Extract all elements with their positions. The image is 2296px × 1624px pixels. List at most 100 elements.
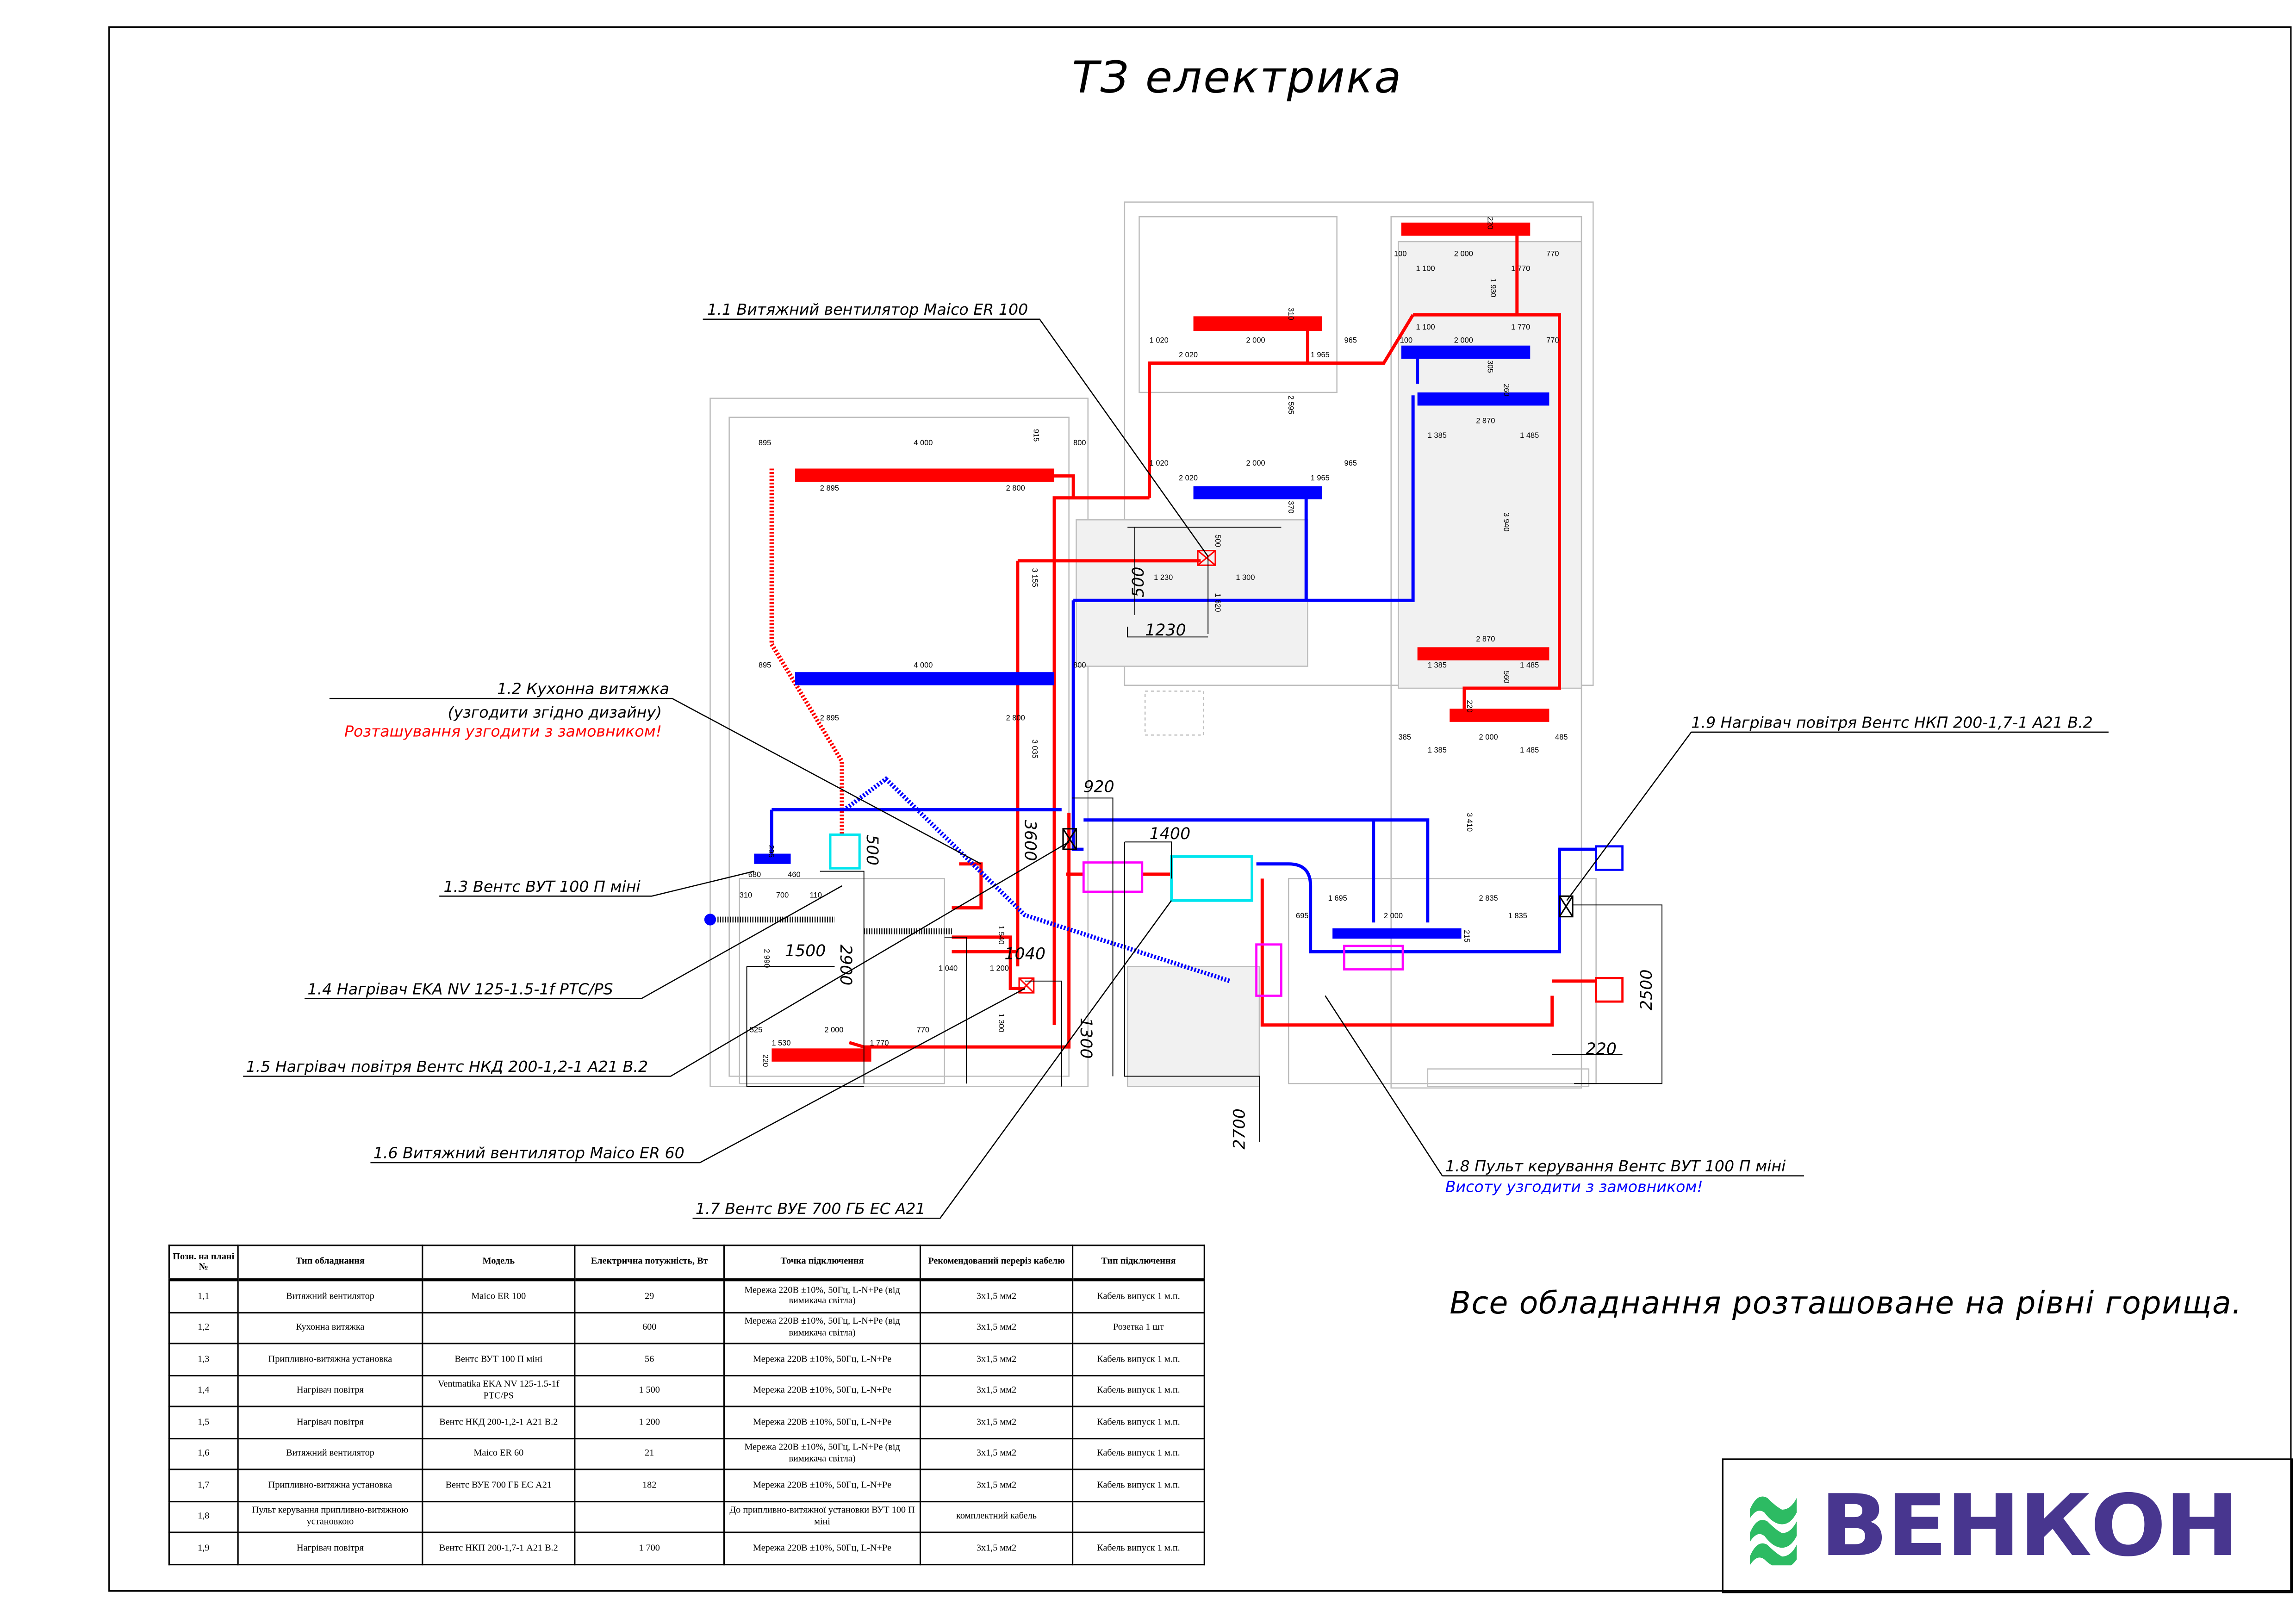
supply-dashed-flex — [769, 468, 844, 835]
exhaust-dashed-flex — [845, 776, 1231, 983]
logo-waves-icon — [1749, 1496, 1797, 1566]
column-header: Електрична потужність, Вт — [574, 1244, 725, 1282]
dim-label: 220 — [761, 1054, 769, 1067]
column-header: Рекомендований переріз кабелю — [919, 1244, 1074, 1282]
callout-1-7: 1.7 Вентс ВУЕ 700 ГБ ЕС А21 — [696, 1200, 926, 1218]
heater-nkp-200 — [1343, 945, 1404, 971]
dim-label: 500 — [1129, 566, 1148, 597]
dim-label: 2 000 — [1479, 733, 1498, 741]
dim-label: 220 — [1486, 217, 1494, 229]
table-cell: 3x1,5 мм2 — [919, 1437, 1074, 1470]
dim-label: 3 155 — [1031, 568, 1039, 587]
dim-label: 1 020 — [1150, 336, 1169, 344]
dim-label: 4 000 — [914, 661, 933, 670]
dim-label: 260 — [1502, 384, 1510, 396]
dim-label: 2 000 — [824, 1026, 843, 1034]
dim-label: 2 020 — [1179, 351, 1198, 359]
table-cell — [1071, 1500, 1205, 1533]
table-cell: Вентс ВУЕ 700 ГБ ЕС А21 — [422, 1468, 576, 1502]
dim-label: 1 485 — [1520, 746, 1539, 754]
table-cell: 21 — [574, 1437, 725, 1470]
vent-unit-vut-100 — [829, 833, 861, 870]
table-cell: 3x1,5 мм2 — [919, 1311, 1074, 1344]
intake-hood-icon — [1595, 977, 1624, 1003]
table-cell: 3x1,5 мм2 — [919, 1531, 1074, 1565]
table-cell: Нагрівач повітря — [237, 1531, 423, 1565]
column-header: Тип підключення — [1071, 1244, 1205, 1282]
dim-label: 1 530 — [772, 1039, 790, 1047]
dim-label: 3600 — [1021, 820, 1039, 861]
table-cell: Кабель випуск 1 м.п. — [1071, 1437, 1205, 1470]
table-cell: Пульт керування припливно-витяжною устан… — [237, 1500, 423, 1533]
dim-label: 2500 — [1637, 970, 1656, 1011]
dim-label: 1 100 — [1416, 264, 1435, 273]
vent-unit-vue-700 — [1170, 855, 1253, 902]
sheet-frame — [108, 26, 2292, 1592]
dim-label: 295 — [767, 845, 775, 858]
dim-label: 1 770 — [1511, 323, 1530, 331]
fresh-air-intake-flex — [717, 916, 952, 934]
dim-label: 2 020 — [1179, 474, 1198, 482]
dim-label: 2 800 — [1006, 484, 1025, 492]
table-cell: 1,2 — [168, 1311, 239, 1344]
dim-label: 1 300 — [1236, 573, 1255, 582]
table-cell: Maico ER 60 — [422, 1437, 576, 1470]
table-cell: Мережа 220В ±10%, 50Гц, L-N+Pe (від вими… — [723, 1311, 921, 1344]
table-cell: Мережа 220В ±10%, 50Гц, L-N+Pe — [723, 1374, 921, 1407]
table-cell: 1 200 — [574, 1406, 725, 1439]
manifolds — [754, 222, 1549, 1062]
dim-label: 1230 — [1145, 621, 1186, 640]
dim-label: 700 — [776, 891, 789, 899]
table-cell: Кабель випуск 1 м.п. — [1071, 1279, 1205, 1313]
table-cell: 1 500 — [574, 1374, 725, 1407]
dim-label: 1 965 — [1311, 474, 1330, 482]
dim-label: 1 300 — [997, 1013, 1005, 1032]
dim-label: 770 — [917, 1026, 929, 1034]
table-cell: 3x1,5 мм2 — [919, 1343, 1074, 1376]
dim-label: 695 — [1296, 912, 1308, 920]
table-cell: 29 — [574, 1279, 725, 1313]
dim-label: 3 940 — [1502, 512, 1510, 531]
dim-label: 895 — [759, 439, 771, 447]
dim-label: 1 930 — [1489, 278, 1497, 297]
dim-label: 2 990 — [763, 949, 771, 968]
table-cell: Мережа 220В ±10%, 50Гц, L-N+Pe — [723, 1406, 921, 1439]
table-cell: Ventmatika EKA NV 125-1.5-1f PTC/PS — [422, 1374, 576, 1407]
column-header: Модель — [422, 1244, 576, 1282]
dim-label: 1 485 — [1520, 431, 1539, 440]
table-cell: Розетка 1 шт — [1071, 1311, 1205, 1344]
dim-label: 895 — [759, 661, 771, 670]
dim-label: 1040 — [1004, 945, 1045, 963]
intake-grille-icon — [704, 914, 716, 926]
page-title: ТЗ електрика — [1072, 52, 1403, 104]
dim-label: 2 000 — [1454, 250, 1473, 258]
table-cell: Мережа 220В ±10%, 50Гц, L-N+Pe — [723, 1468, 921, 1502]
dim-label: 915 — [1032, 429, 1040, 442]
dim-label: 1 020 — [1150, 459, 1169, 467]
table-cell: Кабель випуск 1 м.п. — [1071, 1374, 1205, 1407]
supply-ducts — [849, 234, 1596, 1049]
callout-1-6: 1.6 Витяжний вентилятор Maico ER 60 — [373, 1144, 684, 1162]
minor-dimensions: 895 4 000 915 800 2 895 2 800 895 4 000 … — [740, 217, 1568, 1067]
table-cell: 1,4 — [168, 1374, 239, 1407]
dim-label: 920 — [1083, 778, 1114, 796]
dim-label: 1 385 — [1428, 746, 1447, 754]
dim-label: 1 770 — [870, 1039, 889, 1047]
dim-label: 3 035 — [1031, 740, 1039, 759]
dim-label: 220 — [1586, 1040, 1617, 1058]
dim-label: 1 200 — [990, 964, 1009, 973]
dim-label: 3 410 — [1465, 813, 1474, 832]
table-cell: 600 — [574, 1311, 725, 1344]
dim-label: 2 895 — [820, 484, 839, 492]
major-dimensions: 500 1230 920 1400 3600 500 1500 2900 104… — [785, 566, 1656, 1149]
callout-1-2-sub: (узгодити згідно дизайну) — [448, 703, 662, 721]
dim-label: 110 — [810, 891, 822, 899]
